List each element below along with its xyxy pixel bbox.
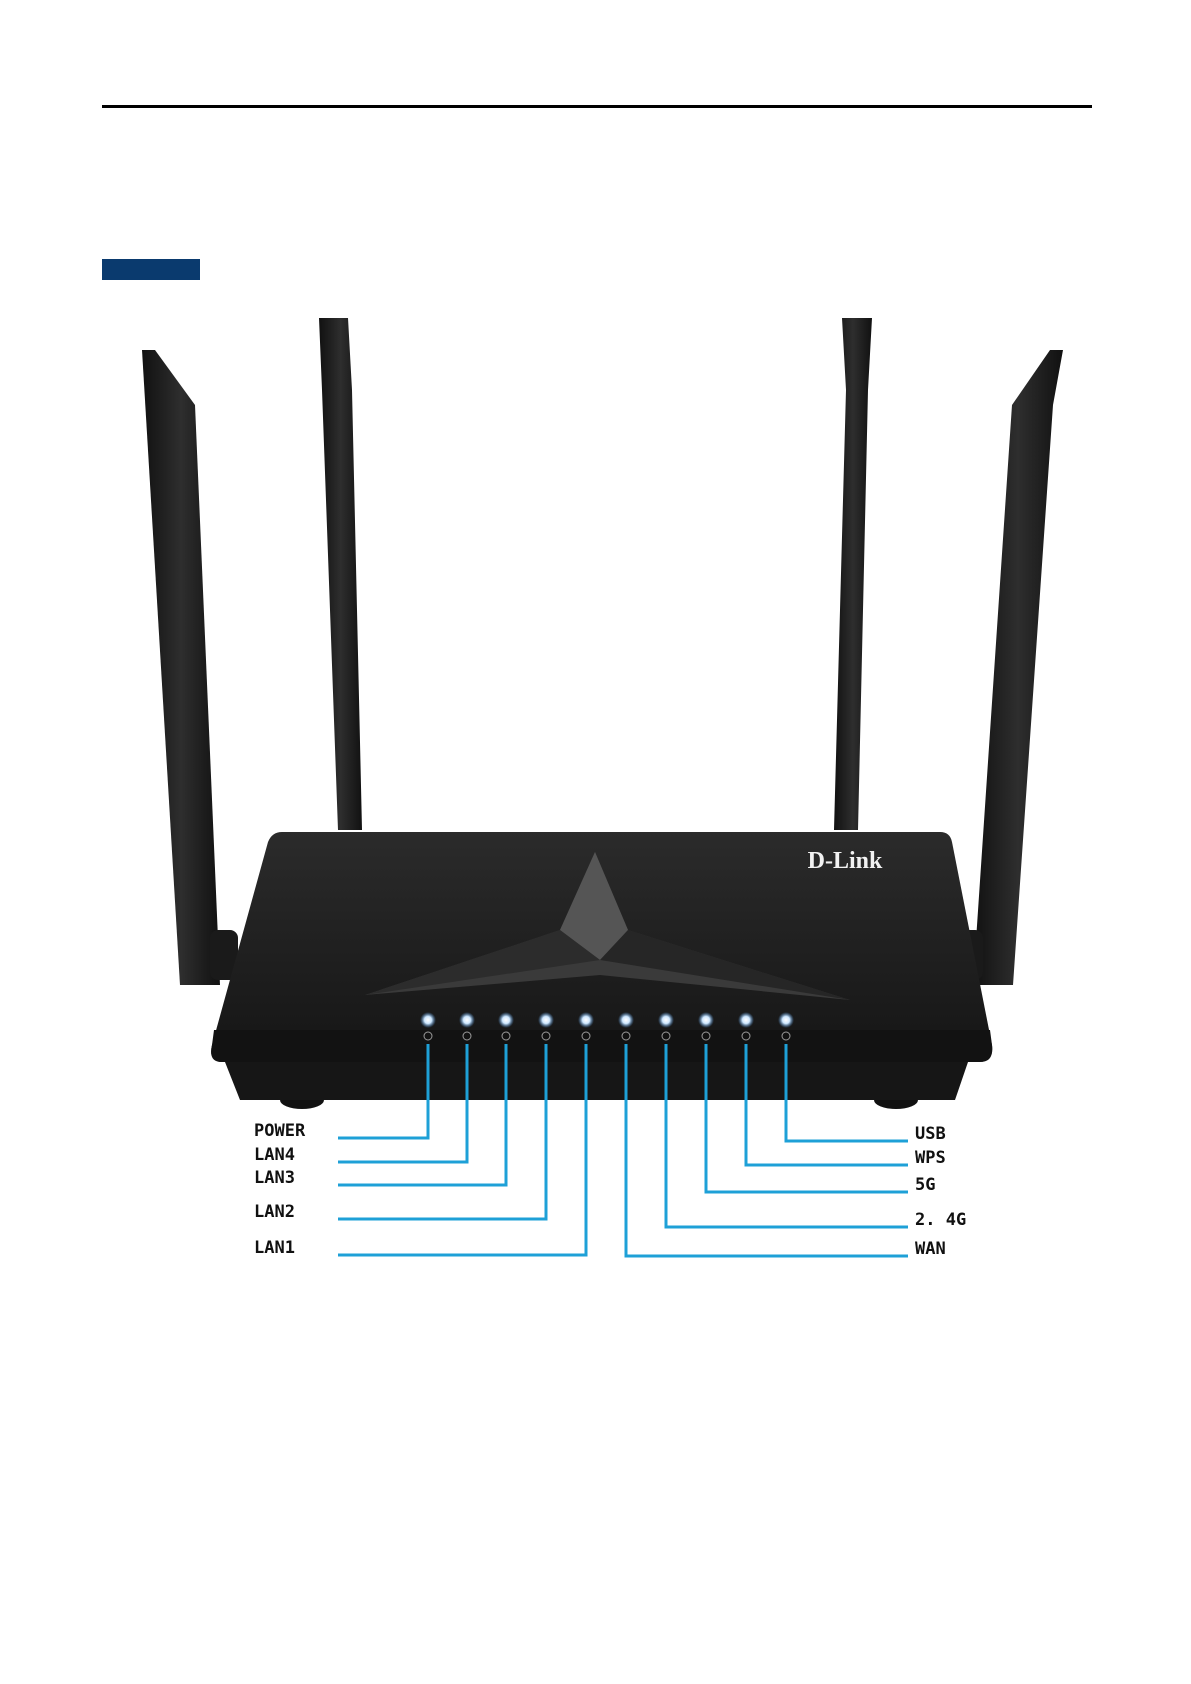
label-5g: 5G <box>915 1175 935 1195</box>
antenna-inner-right <box>834 318 872 830</box>
label-power: POWER <box>254 1121 306 1141</box>
antenna-inner-left <box>319 318 362 830</box>
label-lan1: LAN1 <box>254 1238 295 1258</box>
antenna-far-left <box>142 350 220 985</box>
antenna-far-right <box>973 350 1063 985</box>
label-lan3: LAN3 <box>254 1168 295 1188</box>
label-wps: WPS <box>915 1148 946 1168</box>
label-24g: 2. 4G <box>915 1210 966 1230</box>
brand-logo: D-Link <box>808 848 883 874</box>
label-lan2: LAN2 <box>254 1202 295 1222</box>
label-usb: USB <box>915 1124 946 1144</box>
label-wan: WAN <box>915 1239 946 1259</box>
label-lan4: LAN4 <box>254 1145 295 1165</box>
